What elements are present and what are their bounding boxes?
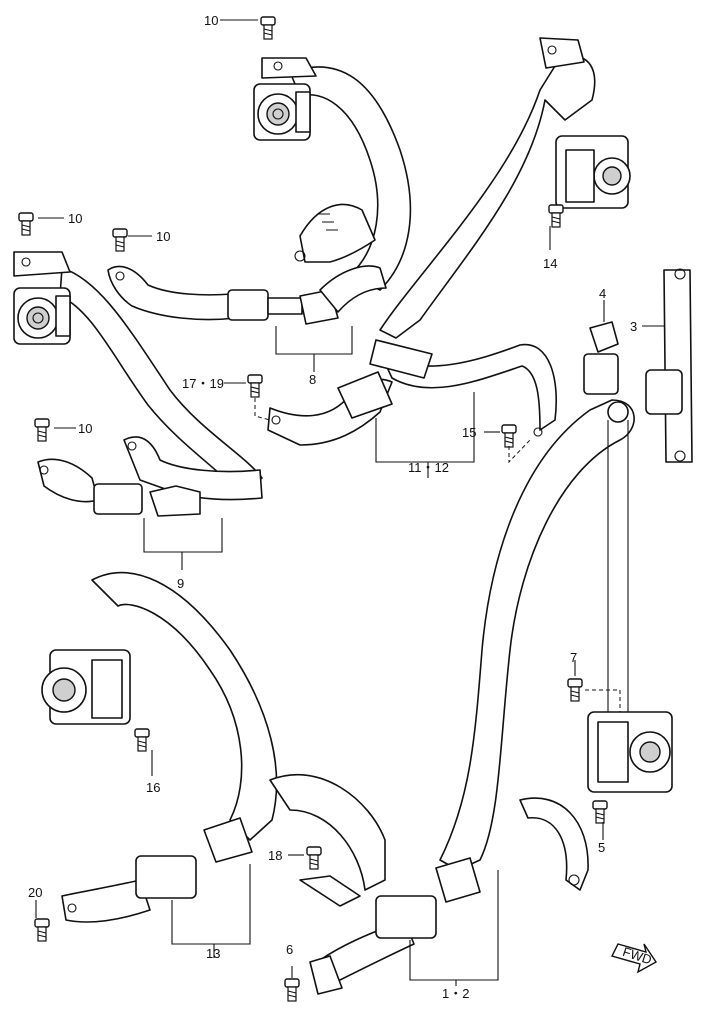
pillar-anchor-parts-3-4 (583, 268, 693, 463)
callout-13: 13 (206, 946, 220, 961)
front-belt-assembly-1-2 (284, 399, 673, 1002)
front-arrow-icon: FWD (610, 943, 658, 974)
callout-6: 6 (286, 942, 293, 957)
callout-10-center-left: 10 (156, 229, 170, 244)
callout-16: 16 (146, 780, 160, 795)
callout-20: 20 (28, 885, 42, 900)
center-belt-assembly-11-12 (224, 339, 558, 478)
callout-9: 9 (177, 576, 184, 591)
callout-15: 15 (462, 425, 476, 440)
callout-17-19: 17・19 (182, 376, 224, 391)
upper-right-retractor-assembly (379, 37, 631, 339)
callout-5: 5 (598, 840, 605, 855)
callout-11-12: 11・12 (408, 460, 449, 475)
buckle-assembly-8 (107, 265, 387, 372)
lower-left-belt-assembly (34, 571, 386, 958)
callout-14: 14 (543, 256, 557, 271)
callout-1-2: 1・2 (442, 986, 469, 1001)
upper-rear-retractor-assembly (220, 16, 412, 291)
callout-10-top: 10 (204, 13, 218, 28)
callout-10-left: 10 (68, 211, 82, 226)
buckle-assembly-9 (34, 418, 263, 570)
callout-10-lower-left: 10 (78, 421, 92, 436)
callout-8: 8 (309, 372, 316, 387)
callout-3: 3 (630, 319, 637, 334)
callout-18: 18 (268, 848, 282, 863)
callout-7: 7 (570, 650, 577, 665)
callout-4: 4 (599, 286, 606, 301)
